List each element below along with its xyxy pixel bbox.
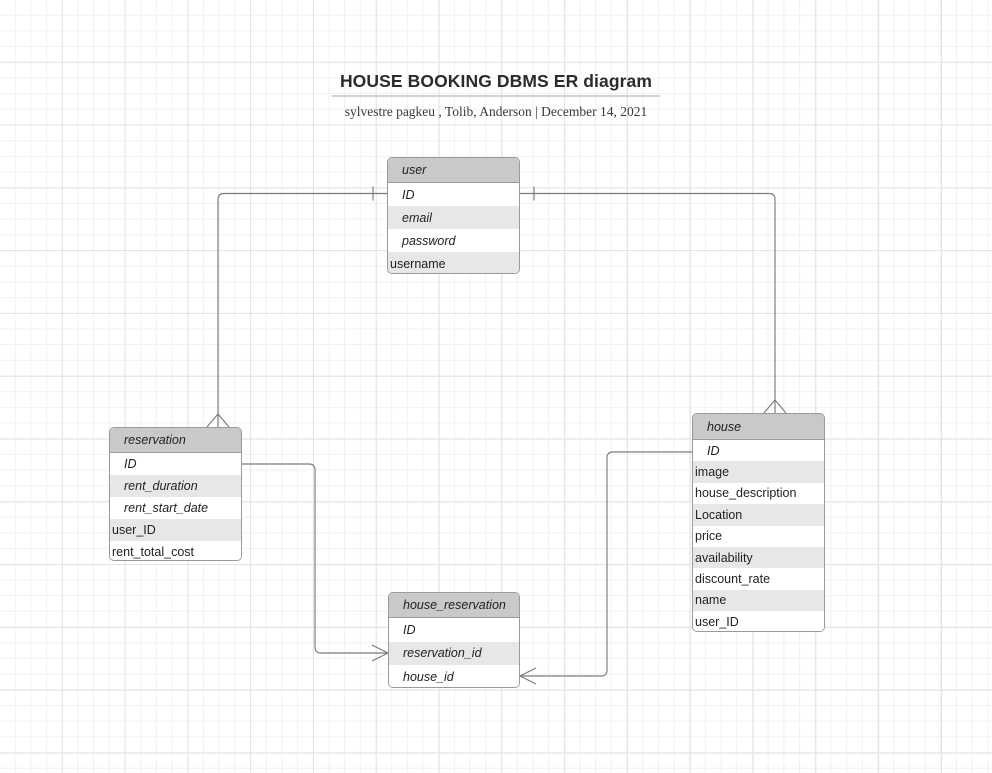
entity-attribute-row[interactable]: ID <box>388 183 519 206</box>
page-subtitle: sylvestre pagkeu , Tolib, Anderson | Dec… <box>344 104 648 119</box>
entity-attribute-row[interactable]: ID <box>389 618 519 642</box>
entity-attribute-row[interactable]: username <box>388 252 519 273</box>
entity-attribute-row[interactable]: rent_duration <box>110 475 241 497</box>
entity-attribute-row[interactable]: Location <box>693 504 824 526</box>
relationship-user-reservation <box>206 186 387 428</box>
entity-attribute-row[interactable]: name <box>693 589 824 612</box>
entity-header-house_reservation: house_reservation <box>389 593 519 618</box>
entity-attribute-row[interactable]: email <box>388 206 519 229</box>
entity-attribute-row[interactable]: house_description <box>693 482 824 505</box>
entity-attribute-row[interactable]: availability <box>693 546 824 569</box>
entity-attribute-row[interactable]: price <box>693 525 824 547</box>
relationship-reservation-house-reservation <box>242 463 389 662</box>
relationship-house-house-reservation <box>519 451 692 685</box>
entity-attribute-row[interactable]: rent_start_date <box>110 497 241 519</box>
entity-attribute-row[interactable]: image <box>693 461 824 483</box>
entity-attribute-row[interactable]: house_id <box>389 665 519 687</box>
entity-header-reservation: reservation <box>110 428 241 453</box>
entity-attribute-row[interactable]: discount_rate <box>693 568 824 590</box>
entity-header-user: user <box>388 158 519 183</box>
entity-header-house: house <box>693 414 824 440</box>
title-divider <box>332 95 660 97</box>
page-title: HOUSE BOOKING DBMS ER diagram <box>339 71 653 91</box>
entity-attribute-row[interactable]: ID <box>693 440 824 462</box>
entity-attribute-row[interactable]: rent_total_cost <box>110 541 241 560</box>
title-block: HOUSE BOOKING DBMS ER diagram sylvestre … <box>0 70 992 120</box>
relationship-user-house <box>520 186 787 414</box>
entity-attribute-row[interactable]: ID <box>110 453 241 475</box>
entity-attribute-row[interactable]: reservation_id <box>389 641 519 665</box>
entity-attribute-row[interactable]: user_ID <box>110 519 241 541</box>
entity-attribute-row[interactable]: password <box>388 229 519 252</box>
entity-attribute-row[interactable]: user_ID <box>693 611 824 631</box>
